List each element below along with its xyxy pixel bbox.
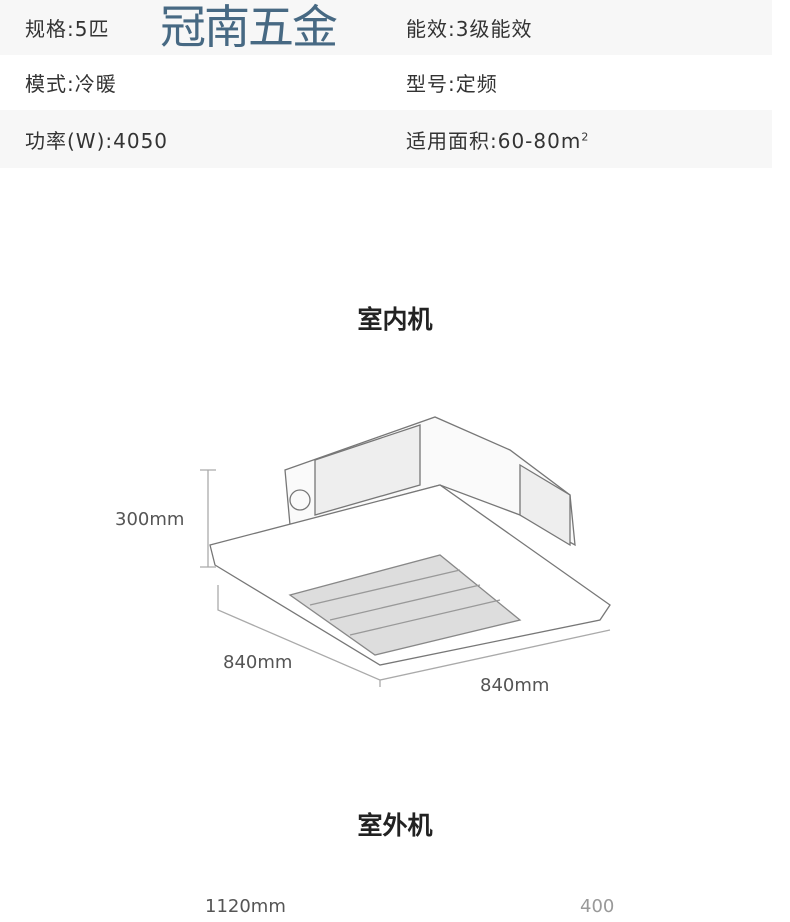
spec-type: 型号:定频: [406, 72, 498, 96]
spec-size: 规格:5匹: [25, 17, 110, 41]
indoor-width-label: 840mm: [480, 675, 550, 696]
spec-row: 功率(W):4050 适用面积:60-80m2: [0, 110, 772, 168]
spec-row: 模式:冷暖 型号:定频: [0, 55, 772, 110]
indoor-height-label: 300mm: [115, 509, 185, 530]
indoor-unit-drawing: [200, 416, 611, 687]
outdoor-width-label: 1120mm: [205, 896, 286, 917]
spec-power: 功率(W):4050: [25, 128, 169, 153]
outdoor-title: 室外机: [357, 811, 433, 840]
spec-efficiency: 能效:3级能效: [406, 17, 533, 41]
outdoor-depth-label: 400: [580, 896, 615, 917]
spec-row: 规格:5匹 能效:3级能效: [0, 0, 772, 55]
indoor-title: 室内机: [357, 305, 433, 334]
spec-area: 适用面积:60-80m2: [406, 128, 590, 153]
watermark-logo: 冠南五金: [160, 0, 338, 54]
indoor-depth-label: 840mm: [223, 652, 293, 673]
spec-mode: 模式:冷暖: [25, 72, 117, 96]
